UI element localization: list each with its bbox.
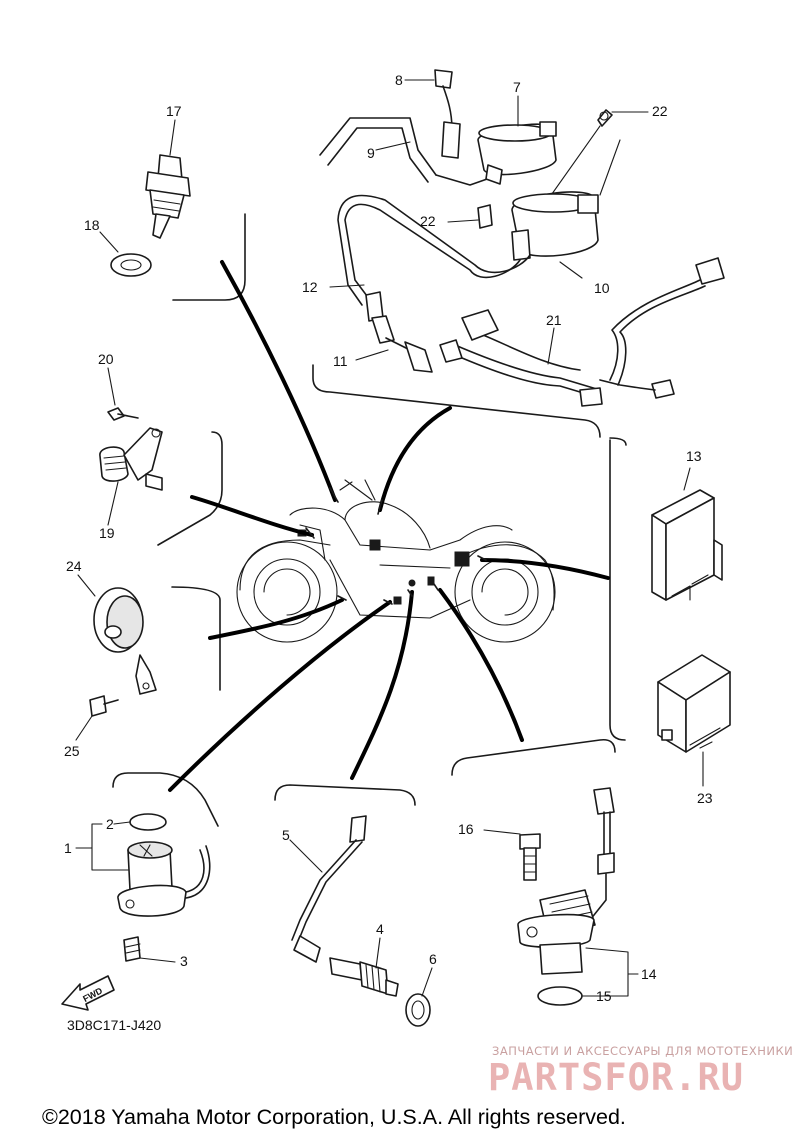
ecu-part: [651, 489, 723, 601]
part-label-16: 16: [458, 821, 474, 837]
part-label-2: 2: [106, 816, 114, 832]
copyright-text: ©2018 Yamaha Motor Corporation, U.S.A. A…: [42, 1105, 626, 1129]
drawing-code: 3D8C171-J420: [67, 1017, 161, 1033]
part-label-14: 14: [641, 966, 657, 982]
part-label-22a: 22: [652, 103, 668, 119]
part-label-5: 5: [282, 827, 290, 843]
fwd-arrow-icon: FWD: [61, 975, 115, 1011]
part-label-25: 25: [64, 743, 80, 759]
leader-lines: [168, 260, 610, 792]
part-label-12: 12: [302, 279, 318, 295]
part-label-8: 8: [395, 72, 403, 88]
part-label-22b: 22: [420, 213, 436, 229]
horn-part: [89, 587, 157, 717]
part-label-19: 19: [99, 525, 115, 541]
part-label-13: 13: [686, 448, 702, 464]
part-label-18: 18: [84, 217, 100, 233]
watermark-tagline: ЗАПЧАСТИ И АКСЕССУАРЫ ДЛЯ МОТОТЕХНИКИ: [492, 1044, 793, 1058]
part-label-9: 9: [367, 145, 375, 161]
sensor-19-part: [99, 407, 163, 491]
thermo-sensor-part: [110, 154, 191, 277]
part-label-24: 24: [66, 558, 82, 574]
part-label-11: 11: [333, 353, 348, 369]
part-label-23: 23: [697, 790, 713, 806]
cam-sensor-part: [517, 787, 615, 1006]
part-number-labels: 8 7 22 9 22 10 12 21 11 17 18 20 19 13 2…: [64, 72, 713, 1004]
part-label-10: 10: [594, 280, 610, 296]
reference-lines: [75, 79, 704, 997]
part-label-3: 3: [180, 953, 188, 969]
motorcycle-outline: [236, 479, 556, 643]
part-label-15: 15: [596, 988, 612, 1004]
part-label-17: 17: [166, 103, 182, 119]
o2-sensor-part: [291, 815, 431, 1027]
part-label-21: 21: [546, 312, 562, 328]
watermark-brand: PARTSFOR.RU: [488, 1056, 744, 1099]
part-label-20: 20: [98, 351, 114, 367]
part-label-1: 1: [64, 840, 72, 856]
relay-part: [657, 654, 731, 753]
speed-sensor-part: [117, 813, 211, 962]
part-label-4: 4: [376, 921, 384, 937]
part-label-6: 6: [429, 951, 437, 967]
part-label-7: 7: [513, 79, 521, 95]
ignition-coils-part: [319, 69, 725, 407]
